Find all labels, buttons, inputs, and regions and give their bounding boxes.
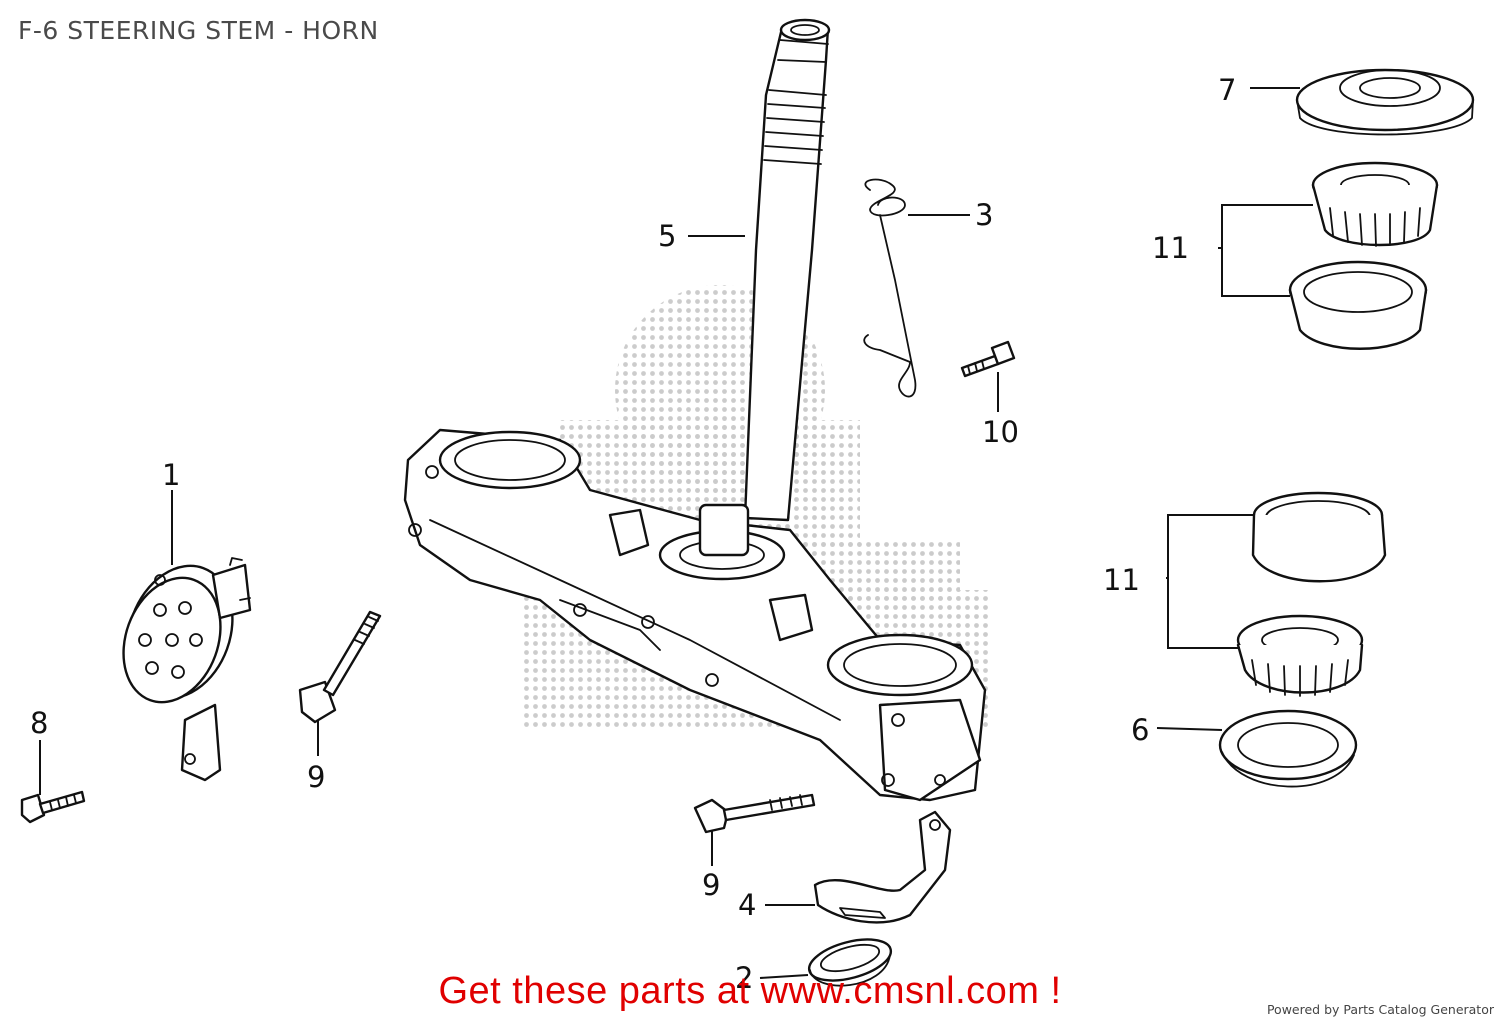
callout-8: 8 <box>30 706 48 740</box>
steering-stem[interactable] <box>743 18 831 522</box>
callout-3: 3 <box>975 198 993 232</box>
bolt-9-left[interactable] <box>298 610 382 724</box>
leader-lines <box>39 87 1313 979</box>
callout-6: 6 <box>1131 713 1149 747</box>
callout-2: 2 <box>735 961 753 995</box>
powered-by-label: Powered by Parts Catalog Generator <box>1266 1002 1494 1017</box>
callout-5: 5 <box>658 219 676 253</box>
bottom-bridge[interactable] <box>403 428 987 802</box>
bolt-8[interactable] <box>20 790 86 824</box>
callout-11-lower: 11 <box>1103 563 1140 597</box>
callout-11-upper: 11 <box>1152 231 1189 265</box>
dust-seal-6[interactable] <box>1218 709 1358 788</box>
callout-9-left: 9 <box>307 760 325 794</box>
seal-ring-2[interactable] <box>805 932 895 989</box>
shop-link[interactable]: Get these parts at www.cmsnl.com ! <box>438 970 1062 1012</box>
callout-10: 10 <box>982 415 1019 449</box>
stem-nut-7[interactable] <box>1295 68 1475 136</box>
callout-9-bottom: 9 <box>702 868 720 902</box>
bearing-race-lower[interactable] <box>1251 491 1387 583</box>
bolt-9-bottom[interactable] <box>693 793 816 834</box>
horn[interactable] <box>107 551 252 782</box>
callout-1: 1 <box>162 458 180 492</box>
bearing-upper[interactable] <box>1311 161 1439 247</box>
callout-4: 4 <box>738 888 756 922</box>
bearing-lower[interactable] <box>1236 614 1364 697</box>
cable-guide-4[interactable] <box>813 810 952 924</box>
page-title: F-6 STEERING STEM - HORN <box>18 16 379 45</box>
bolt-10[interactable] <box>960 340 1016 378</box>
callout-7: 7 <box>1218 73 1236 107</box>
spring-clip[interactable] <box>863 178 917 398</box>
bearing-race-upper[interactable] <box>1288 260 1428 350</box>
